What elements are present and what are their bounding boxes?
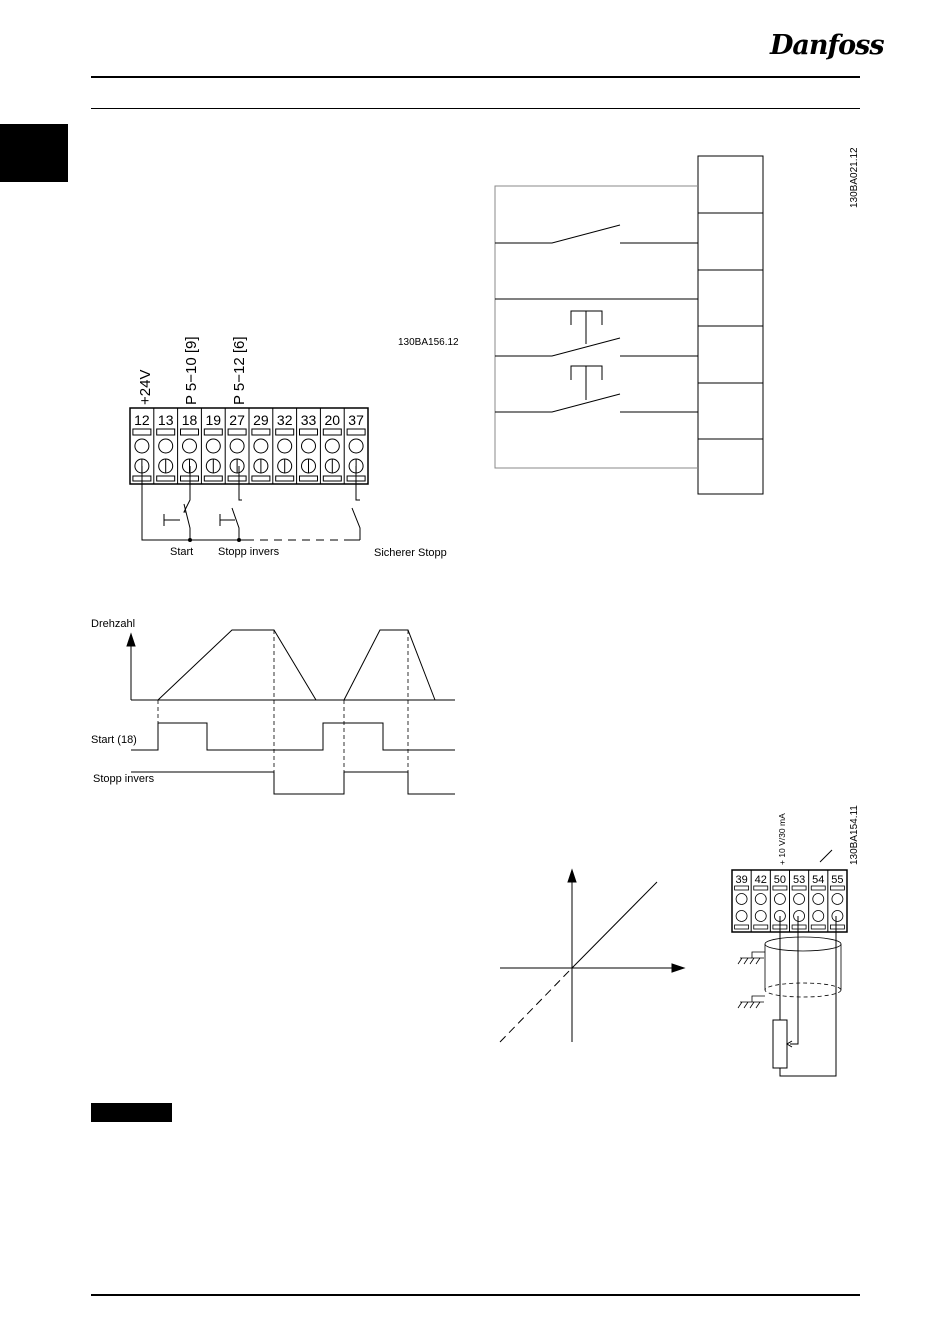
characteristic-dashed [500, 968, 572, 1042]
analog-terminal-cells: 39 42 50 53 54 55 [735, 870, 845, 932]
characteristic-line [572, 882, 657, 968]
y-axis-arrow [568, 870, 576, 882]
figure-ref-130BA154: 130BA154.11 [849, 805, 860, 865]
footer-rule [91, 1294, 860, 1296]
analog-terminal-label: 54 [812, 874, 824, 886]
analog-terminal-label: 53 [793, 874, 805, 886]
note-label-bar [91, 1103, 172, 1122]
analog-terminal-label: 42 [755, 874, 767, 886]
ground-symbols [738, 952, 765, 1008]
x-axis-arrow [672, 964, 684, 972]
ref-tick [820, 850, 832, 862]
label-10v: + 10 V/30 mA [777, 813, 787, 865]
shielded-cable [765, 937, 841, 997]
analog-terminal-label: 55 [831, 874, 843, 886]
analog-terminal-label: 50 [774, 874, 786, 886]
analog-terminal-label: 39 [735, 874, 747, 886]
